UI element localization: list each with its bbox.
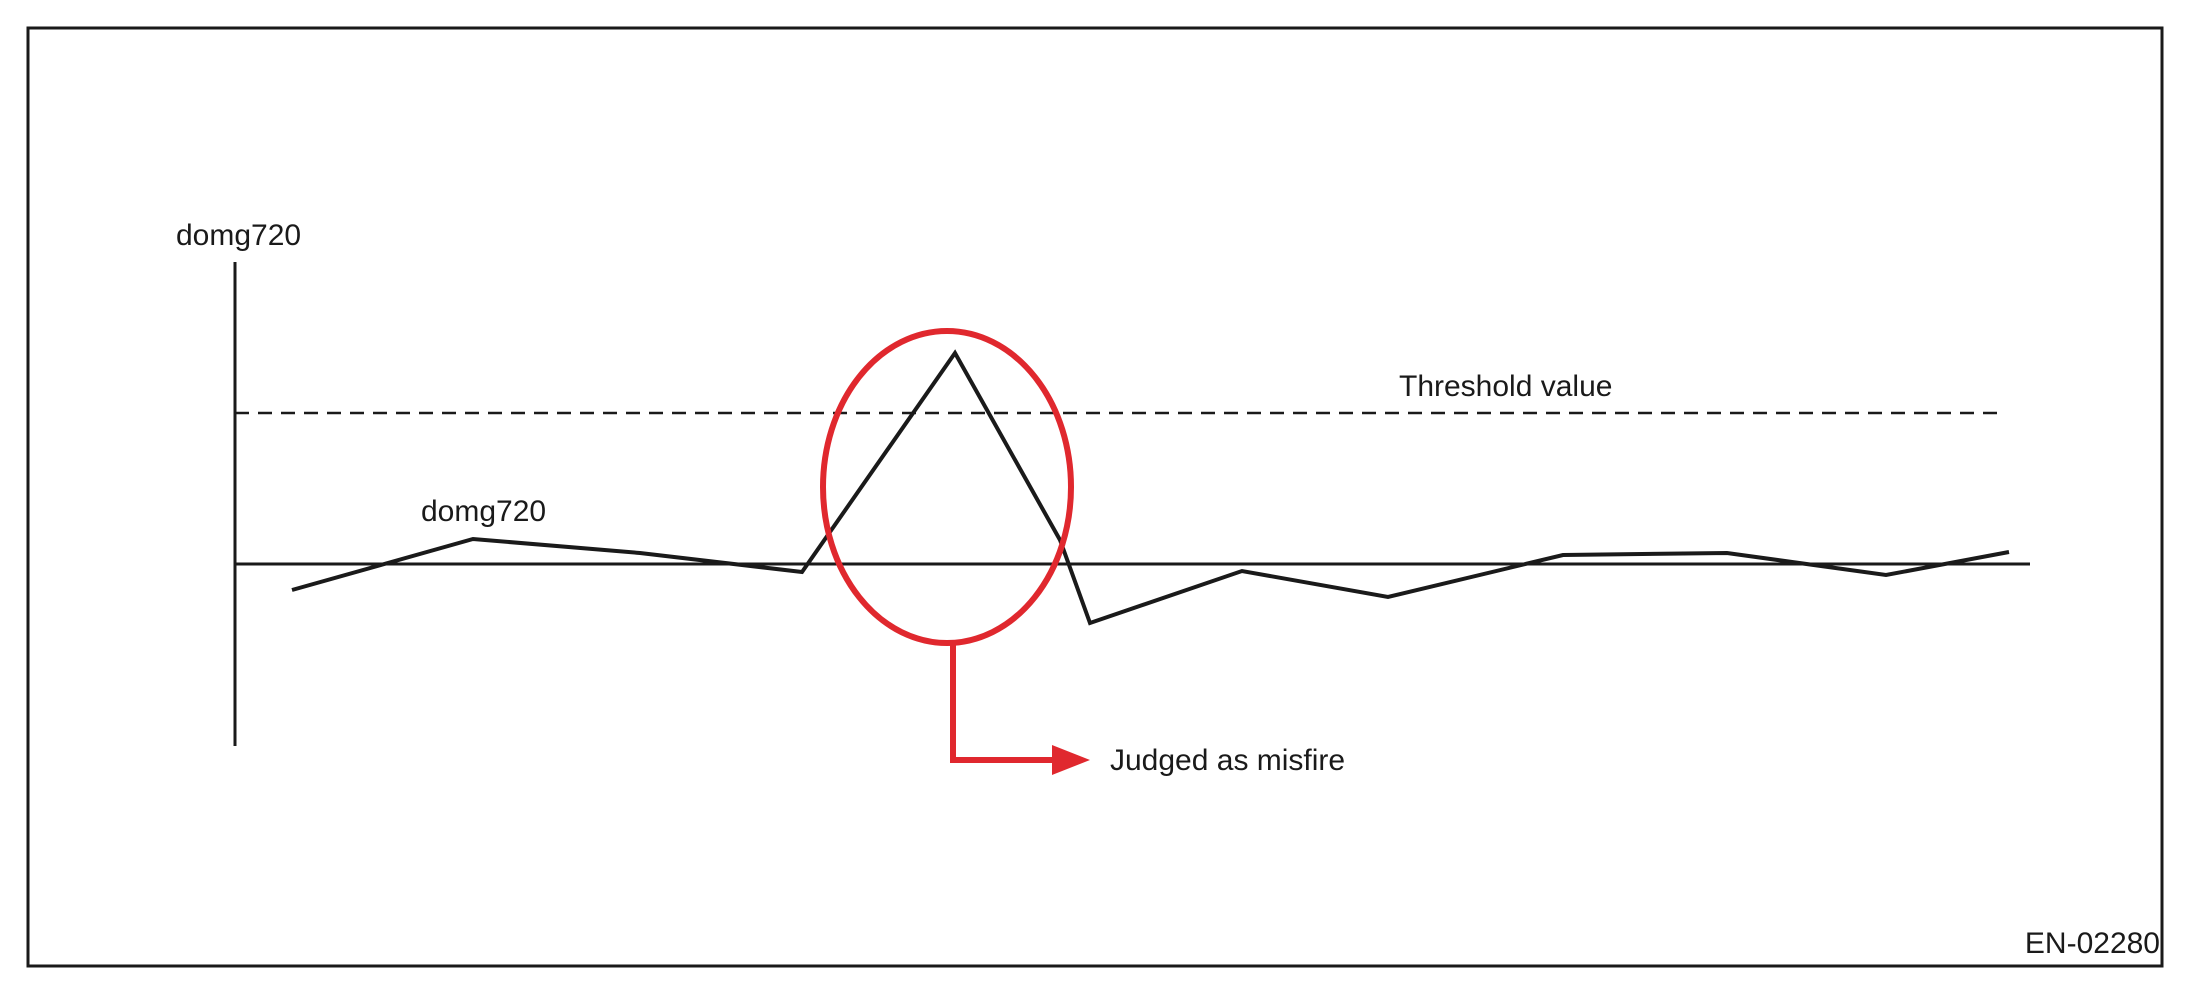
y-axis-label: domg720 [176,219,301,252]
misfire-label: Judged as misfire [1110,744,1345,777]
signal-trace [291,349,2010,626]
threshold-label: Threshold value [1399,370,1612,403]
misfire-callout-arrowhead [1052,745,1090,775]
reference-code: EN-02280 [2025,927,2160,960]
misfire-highlight-ellipse [820,328,1074,646]
diagram-frame [26,26,2164,968]
signal-label: domg720 [421,495,546,528]
misfire-callout-line [950,643,1055,763]
